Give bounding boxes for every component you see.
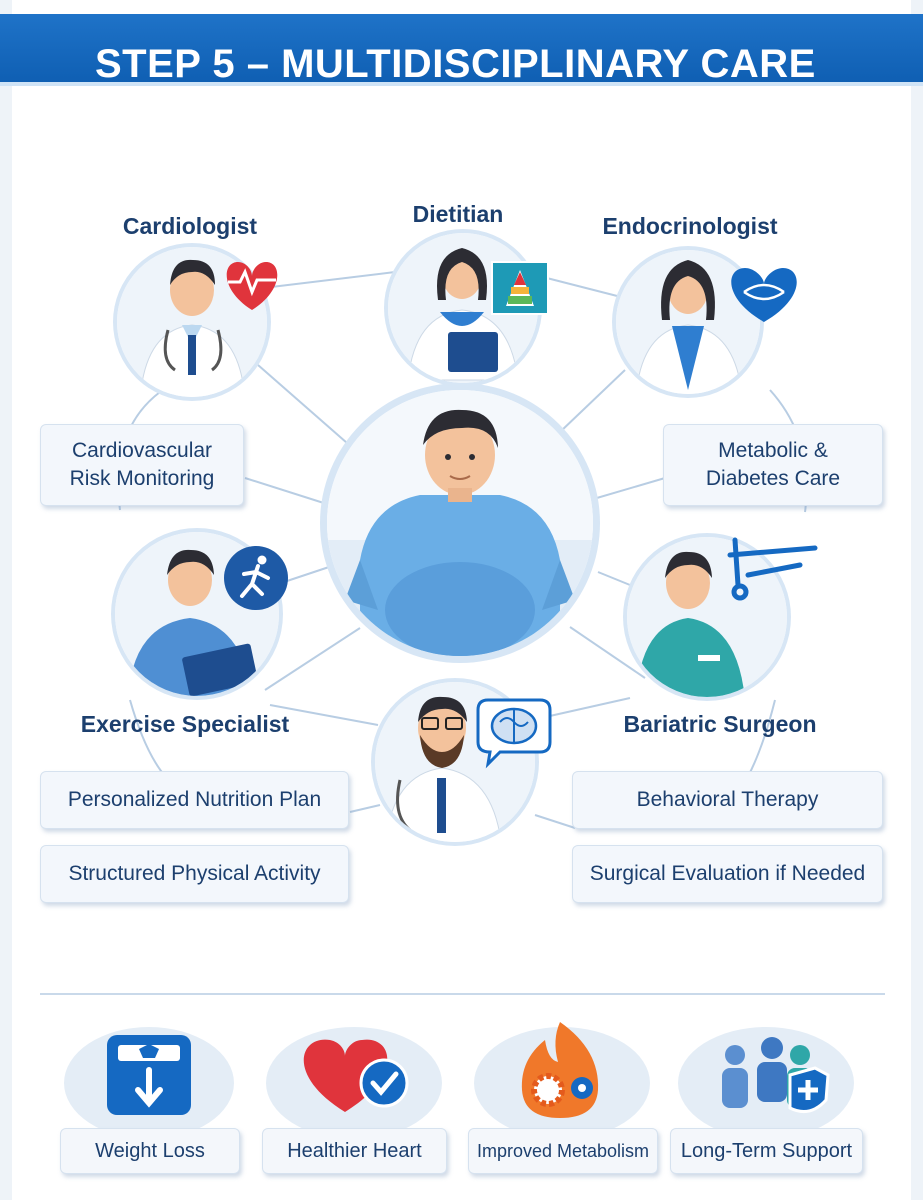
nutrition-plan-card: Personalized Nutrition Plan <box>40 771 349 829</box>
dna-heart-icon <box>731 268 797 322</box>
bariatric-surgeon-illustration <box>623 533 818 701</box>
flame-gear-icon <box>521 1022 599 1118</box>
outcome-icons <box>64 1022 854 1139</box>
heart-check-icon <box>303 1039 409 1112</box>
behavioral-therapy-card: Behavioral Therapy <box>572 771 883 829</box>
physical-activity-card: Structured Physical Activity <box>40 845 349 903</box>
psychologist-illustration <box>371 678 552 846</box>
outcome-long-term-support: Long-Term Support <box>670 1128 863 1174</box>
endocrinologist-illustration <box>612 246 797 398</box>
page-title: STEP 5 – MULTIDISCIPLINARY CARE <box>95 42 816 86</box>
brain-speech-icon <box>476 698 552 769</box>
team-shield-icon <box>722 1037 830 1114</box>
metabolic-card: Metabolic & Diabetes Care <box>663 424 883 506</box>
cardiovascular-line2: Risk Monitoring <box>69 467 215 490</box>
cardiovascular-card: Cardiovascular Risk Monitoring <box>40 424 244 506</box>
header-banner: STEP 5 – MULTIDISCIPLINARY CARE <box>0 14 923 86</box>
dietitian-label: Dietitian <box>412 201 504 227</box>
surgical-instrument-icon <box>727 537 818 601</box>
cardiologist-label: Cardiologist <box>122 213 258 239</box>
patient-illustration <box>320 383 600 663</box>
metabolic-line2: Diabetes Care <box>705 467 841 490</box>
scale-icon <box>107 1035 191 1115</box>
metabolic-line1: Metabolic & <box>718 438 828 462</box>
surgical-evaluation-card: Surgical Evaluation if Needed <box>572 845 883 903</box>
outcome-improved-metabolism: Improved Metabolism <box>468 1128 658 1174</box>
bariatric-surgeon-label: Bariatric Surgeon <box>623 711 817 737</box>
dietitian-illustration <box>384 229 549 387</box>
exercise-specialist-illustration <box>111 528 288 700</box>
cardiologist-illustration <box>113 243 278 401</box>
running-icon <box>224 546 288 610</box>
heart-pulse-icon <box>226 262 278 310</box>
food-pyramid-icon <box>491 261 549 315</box>
section-divider <box>40 993 885 995</box>
cardiovascular-line1: Cardiovascular <box>71 438 213 462</box>
exercise-specialist-label: Exercise Specialist <box>80 711 290 737</box>
endocrinologist-label: Endocrinologist <box>602 213 778 239</box>
outcome-weight-loss: Weight Loss <box>60 1128 240 1174</box>
outcome-healthier-heart: Healthier Heart <box>262 1128 447 1174</box>
